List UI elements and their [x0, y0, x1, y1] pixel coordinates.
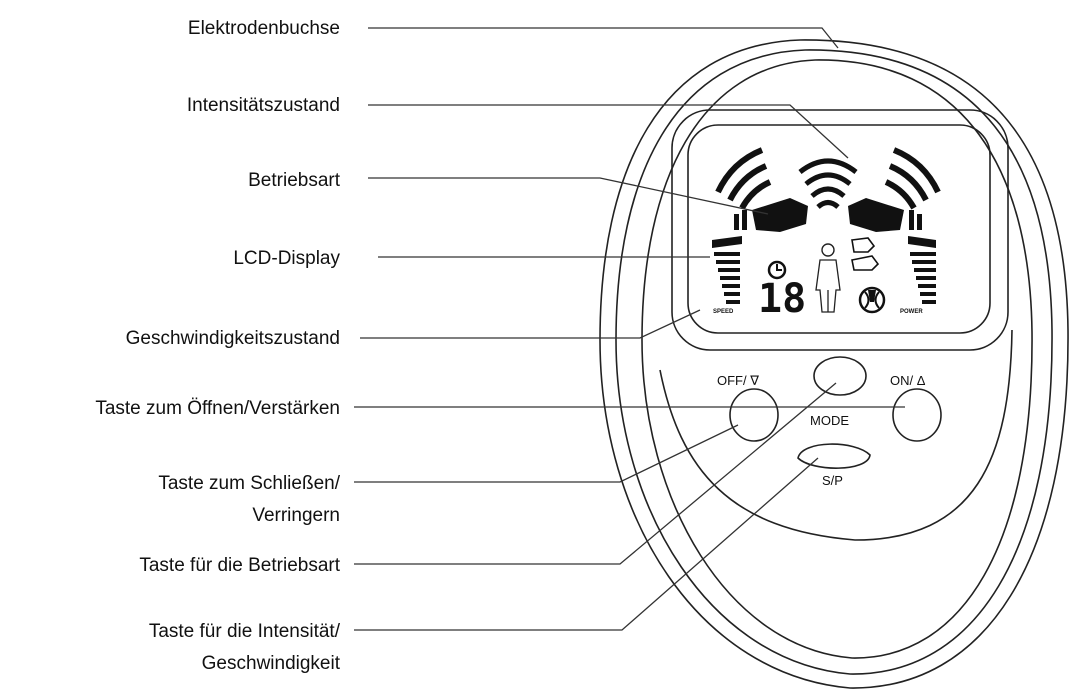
label-lcd-display: LCD-Display: [233, 248, 340, 269]
power-label: POWER: [900, 309, 923, 315]
label-elektrodenbuchse: Elektrodenbuchse: [188, 18, 340, 39]
device-buttons: OFF/ ∇ ON/ Δ MODE S/P: [717, 356, 942, 488]
globe-icon: [858, 286, 886, 314]
clock-icon: [767, 260, 787, 280]
label-betriebsart: Betriebsart: [248, 170, 341, 191]
label-taste-schliessen-line2: Verringern: [252, 505, 340, 526]
off-button-label: OFF/ ∇: [717, 373, 759, 388]
sp-button-label: S/P: [822, 473, 843, 488]
mode-button-label: MODE: [810, 413, 849, 428]
right-mode-icon: [848, 147, 941, 232]
hand-icons: [851, 237, 880, 271]
speed-label: SPEED: [713, 309, 734, 315]
labels: Elektrodenbuchse Intensitätszustand Betr…: [95, 18, 340, 674]
label-taste-schliessen-line1: Taste zum Schließen/: [158, 473, 340, 494]
left-mode-icon: [715, 147, 808, 232]
body-figure-icon: [815, 243, 841, 313]
label-taste-intensitaet-line2: Geschwindigkeit: [202, 653, 341, 674]
off-down-button[interactable]: [729, 388, 779, 442]
lcd-digits: 18: [758, 276, 806, 322]
power-bars: POWER: [900, 236, 936, 315]
leader-lines: [354, 27, 905, 631]
on-button-label: ON/ Δ: [890, 373, 926, 388]
on-up-button[interactable]: [892, 388, 942, 442]
label-intensitaetszustand: Intensitätszustand: [187, 95, 340, 116]
intensity-arcs: [798, 158, 858, 209]
label-taste-intensitaet-line1: Taste für die Intensität/: [149, 621, 341, 642]
device-body: [599, 39, 1069, 689]
mode-button[interactable]: [813, 356, 867, 396]
label-taste-oeffnen: Taste zum Öffnen/Verstärken: [95, 398, 340, 419]
label-geschwindigkeitszustand: Geschwindigkeitszustand: [126, 328, 340, 349]
speed-bars: SPEED: [712, 236, 742, 315]
label-taste-betriebsart: Taste für die Betriebsart: [139, 555, 340, 576]
lcd-display: SPEED POWER 18: [671, 109, 1009, 351]
sp-button[interactable]: [797, 443, 871, 469]
